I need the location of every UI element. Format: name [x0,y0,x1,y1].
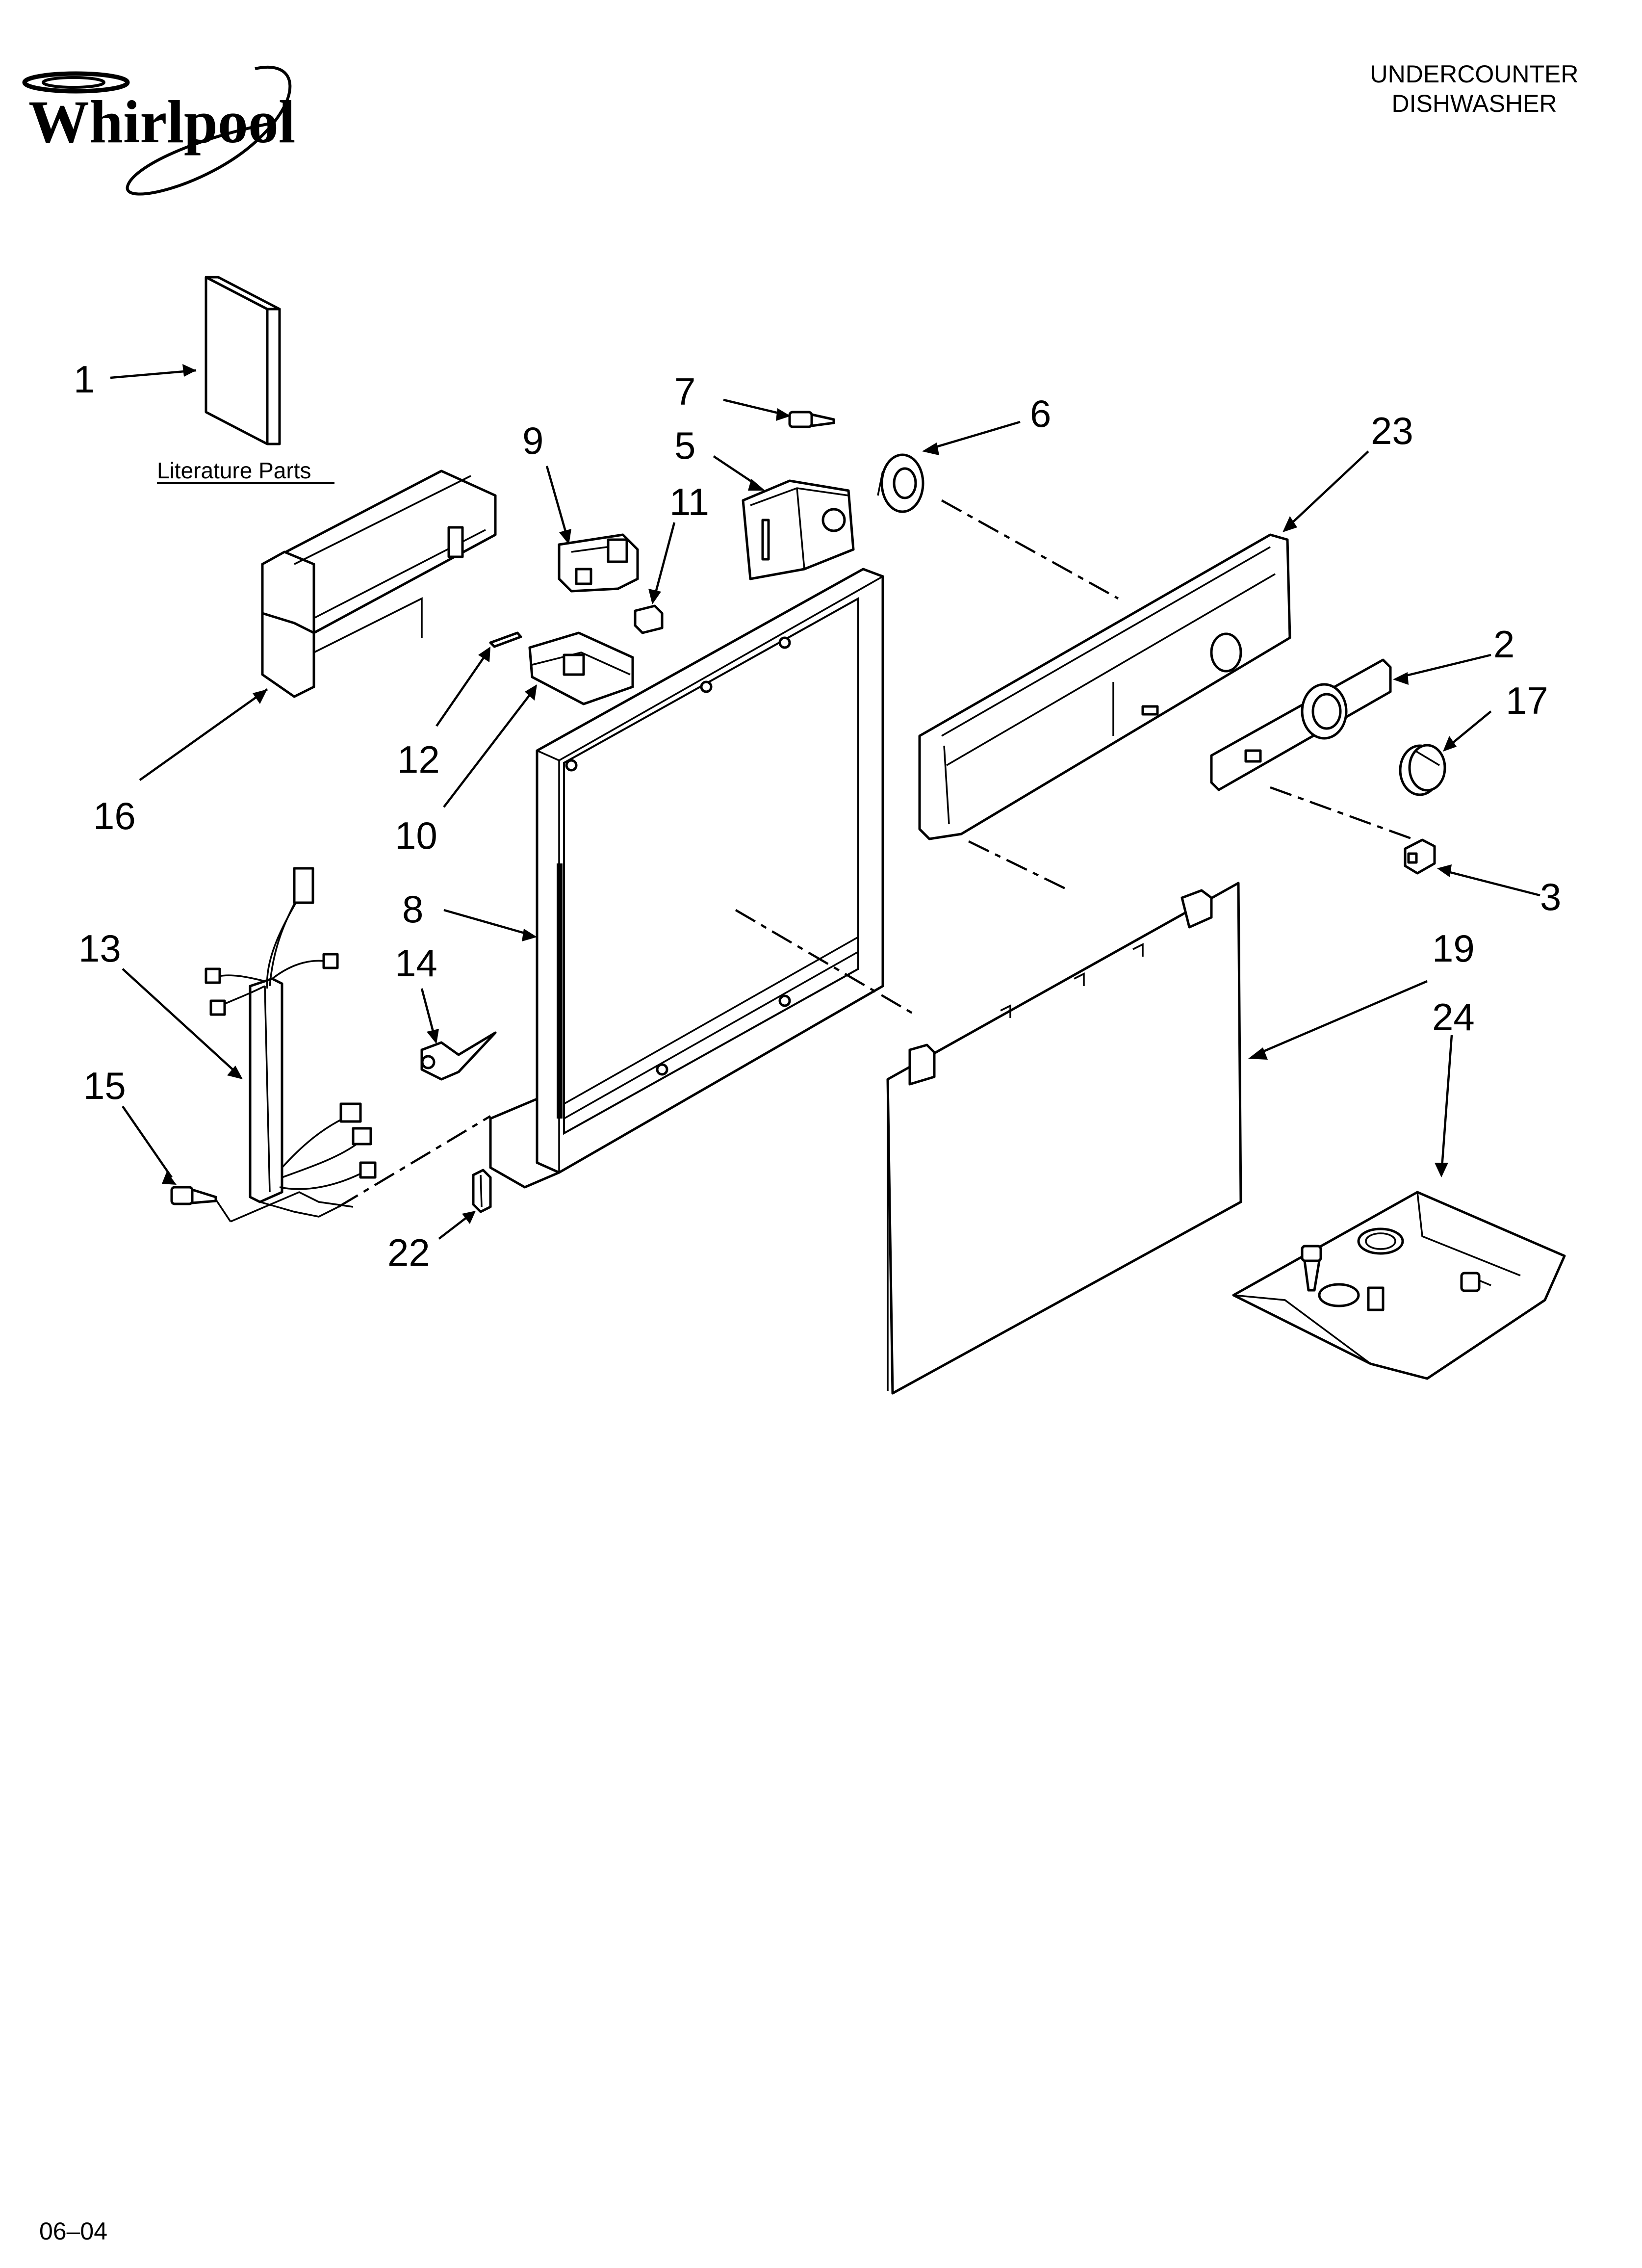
part-19-outer-panel [886,882,1242,1395]
callout-9: 9 [522,419,543,462]
callout-23: 23 [1371,409,1413,452]
part-5-control-timer [742,479,855,580]
part-14-connector [420,1031,497,1081]
part-9-switch-bracket [558,533,639,593]
leader-24 [1440,1035,1453,1168]
leader-11 [653,522,676,597]
callout-10: 10 [395,814,437,857]
part-8-door-frame [489,568,884,1189]
leader-7 [723,398,785,416]
part-17-knob [1399,744,1446,796]
part-10-switch-holder [528,631,634,705]
header-title-line2: DISHWASHER [1391,90,1557,117]
callout-5: 5 [674,424,695,467]
callout-15: 15 [83,1064,126,1107]
callout-24: 24 [1432,995,1475,1039]
callout-6: 6 [1030,392,1051,435]
header-title-line1: UNDERCOUNTER [1370,60,1579,88]
assembly-line-14 [337,1115,491,1208]
assembly-line-3 [1270,786,1413,840]
logo-wordmark: Whirlpool [28,88,295,156]
part-24-parts-bag [1232,1191,1566,1380]
assembly-line-6 [941,499,1119,600]
part-16-control-cover [261,469,497,698]
leader-2 [1400,653,1491,678]
callout-13: 13 [78,927,121,970]
leader-3 [1444,869,1540,897]
leader-23 [1289,450,1369,526]
part-12-strip [489,631,522,648]
part-1-literature [205,276,281,445]
literature-parts-label: Literature Parts [157,458,311,483]
part-11-switch [634,604,664,634]
leader-9 [545,466,568,535]
leader-1 [110,369,197,379]
callout-7: 7 [674,370,695,413]
part-3-push-button [1404,838,1436,875]
callout-19: 19 [1432,927,1475,970]
part-6-knob-hub [877,453,924,513]
callout-3: 3 [1540,875,1561,918]
leader-14 [420,988,436,1036]
part-13-wire-harness [205,867,377,1218]
whirlpool-logo: Whirlpool [22,65,295,196]
part-7-screw [788,411,835,428]
callout-12: 12 [397,738,440,781]
leader-6 [929,420,1021,450]
part-15-screw [170,1186,217,1205]
assembly-line-23 [968,840,1070,892]
leader-10 [443,691,533,808]
part-2-panel-overlay [1210,658,1392,791]
callout-16: 16 [93,794,136,837]
leader-13 [122,968,236,1073]
footer-date-code: 06–04 [39,2217,107,2245]
leader-19 [1255,980,1428,1056]
leader-5 [713,455,759,487]
part-23-console [918,533,1291,840]
leader-17 [1448,710,1492,747]
callout-17: 17 [1506,679,1548,722]
leader-15 [122,1105,173,1178]
leader-12 [436,654,487,727]
callout-14: 14 [395,941,437,985]
callout-11: 11 [669,480,709,523]
leader-8 [443,909,530,936]
part-22-clip [472,1169,492,1213]
callout-8: 8 [402,887,423,931]
leader-16 [139,688,268,781]
callout-1: 1 [74,358,95,401]
assembly-line-19 [735,909,913,1014]
callout-2: 2 [1493,623,1514,666]
callout-22: 22 [387,1231,430,1274]
